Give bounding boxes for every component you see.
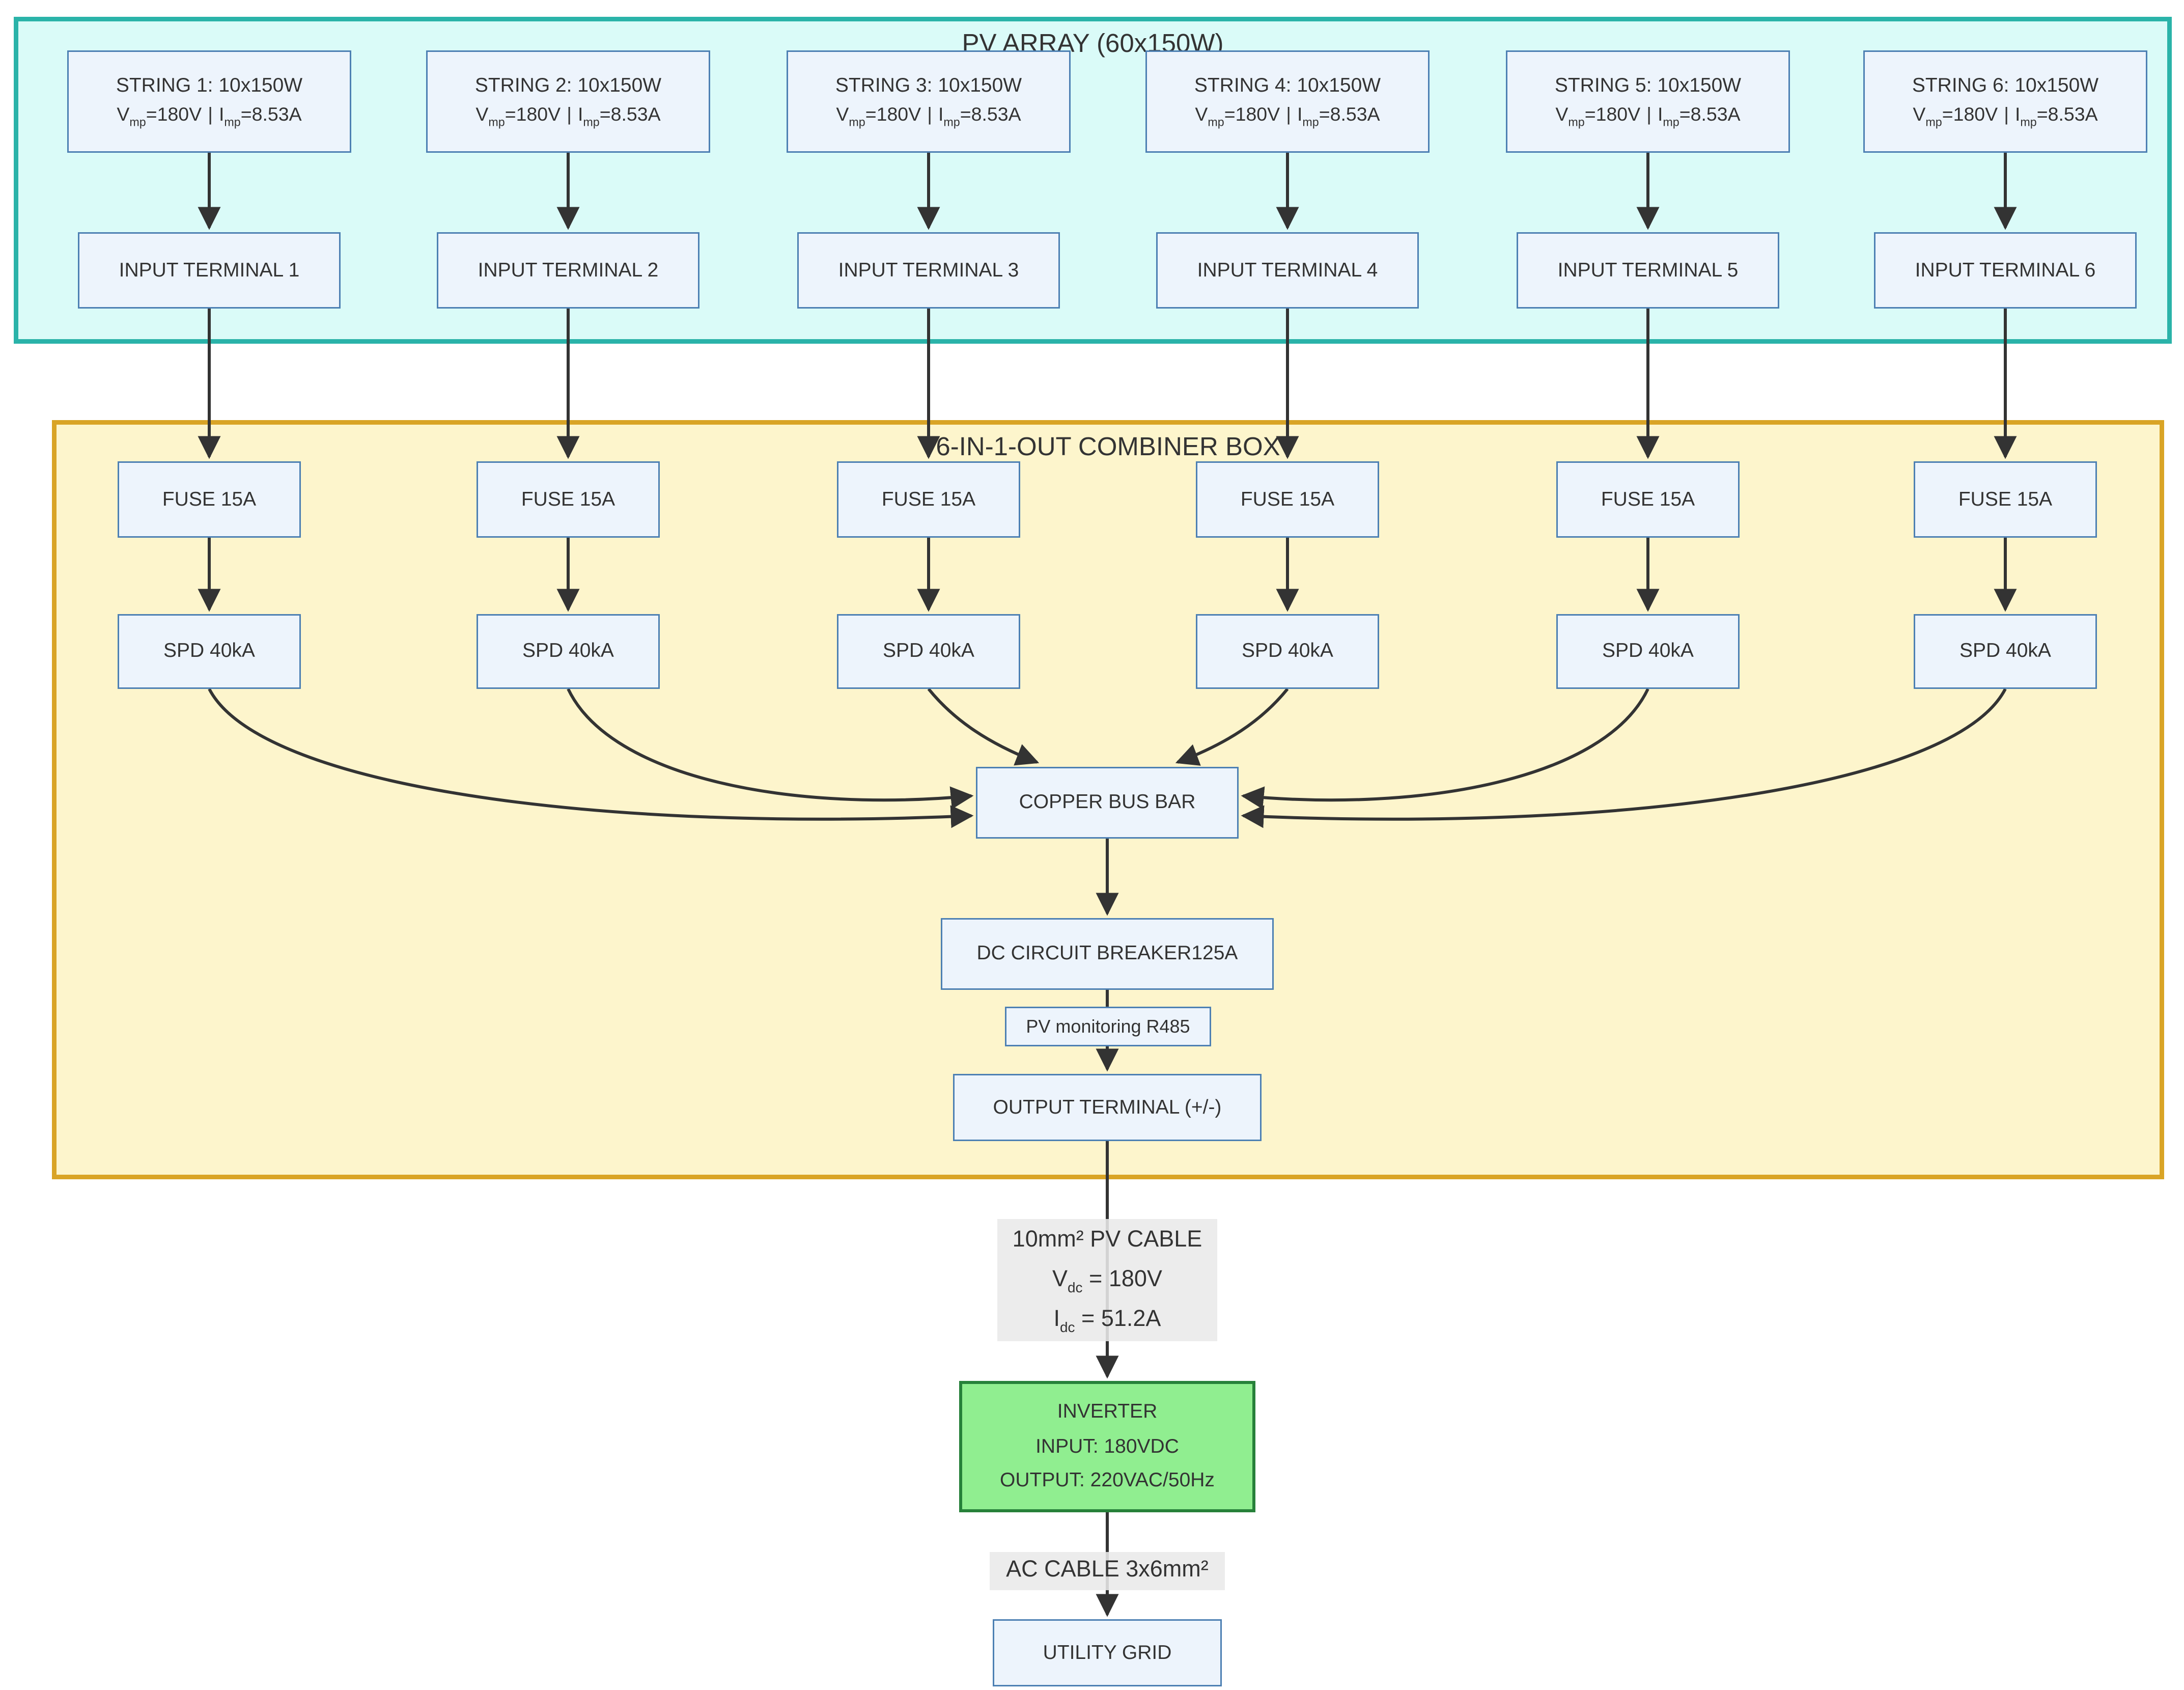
string-box-3: STRING 3: 10x150W Vmp=180V|Imp=8.53A: [787, 50, 1071, 153]
fuse-4: FUSE 15A: [1196, 461, 1379, 538]
string-spec: Vmp=180V|Imp=8.53A: [117, 104, 302, 130]
input-terminal-2: INPUT TERMINAL 2: [437, 232, 699, 309]
fuse-5: FUSE 15A: [1556, 461, 1740, 538]
arrow-spd2-busbar: [567, 688, 974, 810]
string-box-1: STRING 1: 10x150W Vmp=180V|Imp=8.53A: [67, 50, 351, 153]
string-box-4: STRING 4: 10x150W Vmp=180V|Imp=8.53A: [1145, 50, 1430, 153]
dc-cable-size: 10mm² PV CABLE: [1012, 1226, 1202, 1252]
spd-5: SPD 40kA: [1556, 614, 1740, 689]
dc-cable-voltage: Vdc = 180V: [1052, 1266, 1162, 1295]
spd-4: SPD 40kA: [1196, 614, 1379, 689]
ac-cable-label: AC CABLE 3x6mm²: [990, 1552, 1225, 1590]
input-terminal-4: INPUT TERMINAL 4: [1156, 232, 1419, 309]
inverter-output: OUTPUT: 220VAC/50Hz: [1000, 1469, 1215, 1492]
spd-3: SPD 40kA: [837, 614, 1020, 689]
string-label: STRING 6: 10x150W: [1912, 73, 2099, 97]
dc-circuit-breaker: DC CIRCUIT BREAKER125A: [941, 918, 1274, 990]
fuse-1: FUSE 15A: [118, 461, 301, 538]
input-terminal-3: INPUT TERMINAL 3: [797, 232, 1060, 309]
arrow-spd1-busbar: [208, 688, 974, 828]
string-label: STRING 1: 10x150W: [116, 73, 303, 97]
inverter-input: INPUT: 180VDC: [1035, 1433, 1179, 1457]
combiner-box-title: 6-IN-1-OUT COMBINER BOX: [936, 432, 1280, 461]
string-box-5: STRING 5: 10x150W Vmp=180V|Imp=8.53A: [1506, 50, 1790, 153]
string-label: STRING 5: 10x150W: [1554, 73, 1742, 97]
arrow-spd3-busbar: [927, 688, 1040, 766]
fuse-6: FUSE 15A: [1914, 461, 2097, 538]
string-spec: Vmp=180V|Imp=8.53A: [475, 104, 661, 130]
string-spec: Vmp=180V|Imp=8.53A: [1195, 104, 1380, 130]
pv-monitoring-label: PV monitoring R485: [1005, 1007, 1211, 1046]
string-spec: Vmp=180V|Imp=8.53A: [1555, 104, 1741, 130]
fuse-3: FUSE 15A: [837, 461, 1020, 538]
inverter: INVERTER INPUT: 180VDC OUTPUT: 220VAC/50…: [959, 1381, 1255, 1512]
spd-1: SPD 40kA: [118, 614, 301, 689]
copper-bus-bar: COPPER BUS BAR: [976, 767, 1239, 839]
arrow-spd4-busbar: [1175, 688, 1289, 766]
string-spec: Vmp=180V|Imp=8.53A: [836, 104, 1021, 130]
dc-cable-label: 10mm² PV CABLE Vdc = 180V Idc = 51.2A: [997, 1219, 1217, 1341]
output-terminal: OUTPUT TERMINAL (+/-): [953, 1074, 1262, 1141]
string-spec: Vmp=180V|Imp=8.53A: [1913, 104, 2098, 130]
input-terminal-6: INPUT TERMINAL 6: [1874, 232, 2137, 309]
string-box-2: STRING 2: 10x150W Vmp=180V|Imp=8.53A: [426, 50, 710, 153]
arrow-spd6-busbar: [1241, 688, 2007, 828]
fuse-2: FUSE 15A: [477, 461, 660, 538]
string-label: STRING 2: 10x150W: [474, 73, 662, 97]
dc-cable-current: Idc = 51.2A: [1053, 1306, 1161, 1336]
input-terminal-5: INPUT TERMINAL 5: [1517, 232, 1779, 309]
string-label: STRING 3: 10x150W: [835, 73, 1022, 97]
inverter-title: INVERTER: [1057, 1399, 1158, 1422]
utility-grid: UTILITY GRID: [993, 1619, 1222, 1686]
spd-2: SPD 40kA: [477, 614, 660, 689]
arrow-spd5-busbar: [1241, 688, 1649, 810]
spd-6: SPD 40kA: [1914, 614, 2097, 689]
string-box-6: STRING 6: 10x150W Vmp=180V|Imp=8.53A: [1863, 50, 2147, 153]
string-label: STRING 4: 10x150W: [1194, 73, 1381, 97]
input-terminal-1: INPUT TERMINAL 1: [78, 232, 341, 309]
